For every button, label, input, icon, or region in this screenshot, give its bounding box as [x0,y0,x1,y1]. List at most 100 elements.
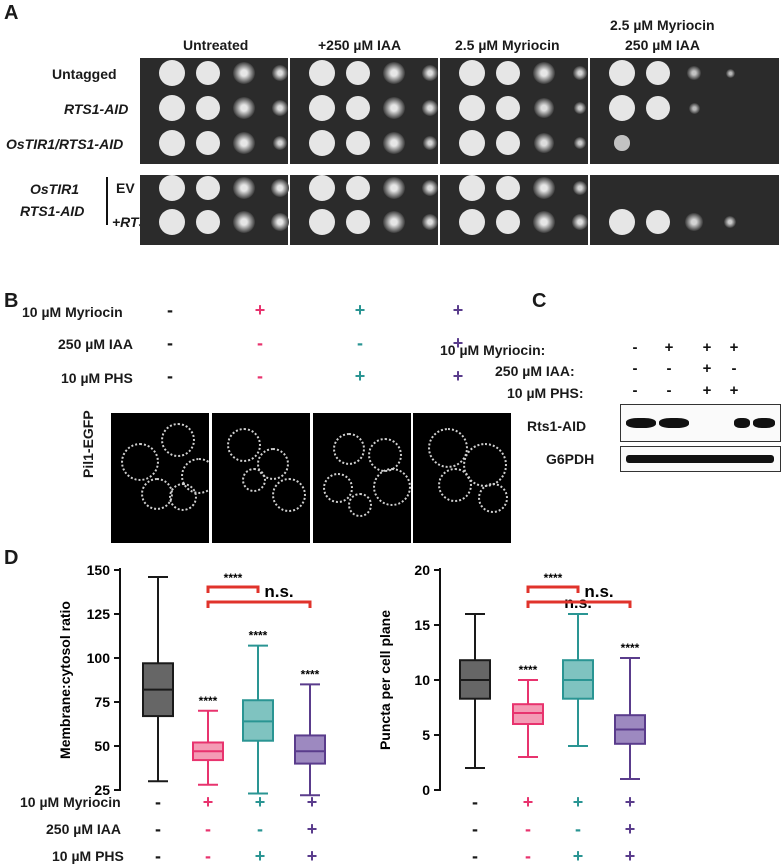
row-ostir1-rts1-aid: OsTIR1/RTS1-AID [6,136,124,152]
significance-annotation: **** [519,663,538,677]
c-sign: - [666,360,672,377]
yeast-spot [687,66,701,80]
yeast-spot [496,176,520,200]
yeast-spot [609,209,635,235]
d-label-myriocin: 10 µM Myriocin [20,794,121,810]
d-sign: + [522,792,534,812]
b-sign: - [167,333,173,353]
c-sign: - [666,382,672,399]
yeast-spot [383,62,405,84]
blot-band [626,418,656,428]
yeast-spot [309,175,335,201]
d-sign: - [575,819,581,839]
yeast-spot [572,65,588,81]
yeast-spot [309,60,335,86]
b-sign: + [452,333,464,353]
yeast-spot [421,64,439,82]
d-sign: + [624,792,636,812]
western-blot-g6pdh [620,446,781,472]
yeast-spot [421,213,439,231]
yeast-spot [346,210,370,234]
yeast-spot [646,210,670,234]
group-bracket [106,177,108,225]
d-sign: - [155,846,161,866]
b-label-myriocin: 10 µM Myriocin [22,304,123,320]
panel-b-letter: B [4,290,19,312]
y-tick-label: 50 [94,738,110,754]
d-sign: - [205,819,211,839]
bracket-label: **** [544,571,563,585]
b-sign: - [257,333,263,353]
micrograph-panel [313,413,411,543]
yeast-spot [346,96,370,120]
yeast-spot [233,132,255,154]
d-sign: + [254,792,266,812]
b-sign: - [167,300,173,320]
yeast-spot [383,211,405,233]
c-sign: + [664,339,674,356]
yeast-spot [383,132,405,154]
yeast-spot [496,96,520,120]
y-tick-label: 100 [87,650,111,666]
blot-band [734,418,750,428]
y-tick-label: 25 [94,782,110,798]
d-sign: + [306,792,318,812]
condition-myriocin: 2.5 µM Myriocin [455,37,560,53]
y-tick-label: 15 [414,617,430,633]
condition-iaa: +250 µM IAA [318,37,402,53]
d-sign: + [254,846,266,866]
yeast-cell [242,468,266,492]
yeast-cell [373,468,411,506]
group-label-ostir1: OsTIR1 [30,181,80,197]
yeast-spot [271,213,289,231]
y-tick-label: 5 [422,727,430,743]
d-sign: + [624,819,636,839]
yeast-spot [271,99,289,117]
yeast-spot [196,176,220,200]
yeast-spot [614,135,630,151]
yeast-cell [272,478,306,512]
yeast-cell [323,473,353,503]
yeast-spot [383,177,405,199]
y-tick-label: 125 [87,606,111,622]
panel-c-letter: C [532,290,547,312]
c-label-myriocin: 10 µM Myriocin: [440,342,546,358]
blot-band [753,418,775,428]
d-label-phs: 10 µM PHS [52,848,124,864]
d-sign: - [472,792,478,812]
yeast-spot [346,176,370,200]
yeast-spot [573,101,587,115]
group-label-rts1-aid: RTS1-AID [20,203,85,219]
yeast-spot [346,131,370,155]
y-tick-label: 150 [87,562,111,578]
yeast-spot [422,135,438,151]
box [512,703,544,725]
yeast-cell [257,448,289,480]
d-label-iaa: 250 µM IAA [46,821,121,837]
b-sign: + [452,366,464,386]
yeast-spot [533,62,555,84]
yeast-spot [383,97,405,119]
yeast-spot [459,175,485,201]
yeast-spot [534,98,554,118]
bracket-label: n.s. [584,582,613,601]
panel-d-letter: D [4,547,19,569]
yeast-spot [309,130,335,156]
d-sign: + [572,792,584,812]
yeast-cell [121,443,159,481]
yeast-cell [428,428,468,468]
row-ev: EV [116,180,135,196]
yeast-spot [309,95,335,121]
d-sign: + [306,846,318,866]
yeast-spot [534,133,554,153]
yeast-spot [196,131,220,155]
blot-band [659,418,689,428]
yeast-cell [227,428,261,462]
yeast-spot [272,135,288,151]
c-label-phs: 10 µM PHS: [507,385,584,401]
yeast-spot [725,68,735,78]
yeast-spot [496,210,520,234]
yeast-spot [421,99,439,117]
significance-bracket [206,585,260,593]
